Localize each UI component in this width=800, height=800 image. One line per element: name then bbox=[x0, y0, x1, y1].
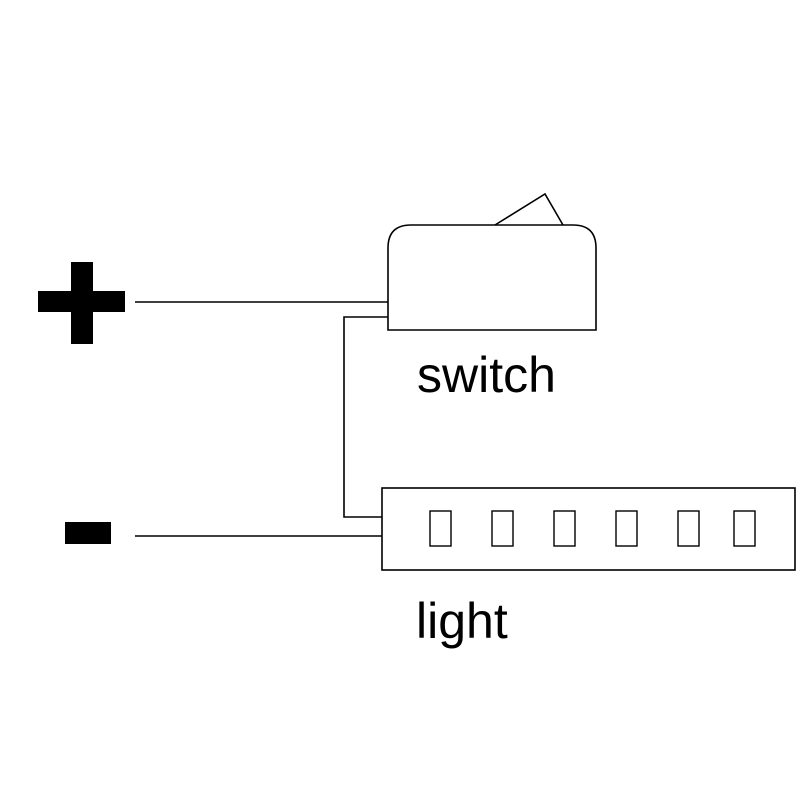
wires bbox=[135, 301, 388, 537]
light-cell bbox=[491, 510, 514, 547]
light-cell bbox=[733, 510, 756, 547]
light-cells bbox=[429, 510, 756, 547]
switch-rocker bbox=[494, 192, 564, 226]
light-cell bbox=[615, 510, 638, 547]
light-cell bbox=[553, 510, 576, 547]
light-icon bbox=[381, 487, 796, 571]
light-label: light bbox=[416, 593, 508, 649]
negative-terminal-icon bbox=[65, 522, 111, 544]
plus-vertical-bar bbox=[71, 262, 93, 344]
light-cell bbox=[429, 510, 452, 547]
switch-body bbox=[387, 224, 597, 331]
minus-bar bbox=[65, 522, 111, 544]
positive-terminal-icon bbox=[38, 262, 125, 344]
light-cell bbox=[677, 510, 700, 547]
switch-icon bbox=[387, 192, 597, 331]
switch-label: switch bbox=[417, 347, 556, 403]
wire-switch-to-light bbox=[343, 316, 388, 518]
